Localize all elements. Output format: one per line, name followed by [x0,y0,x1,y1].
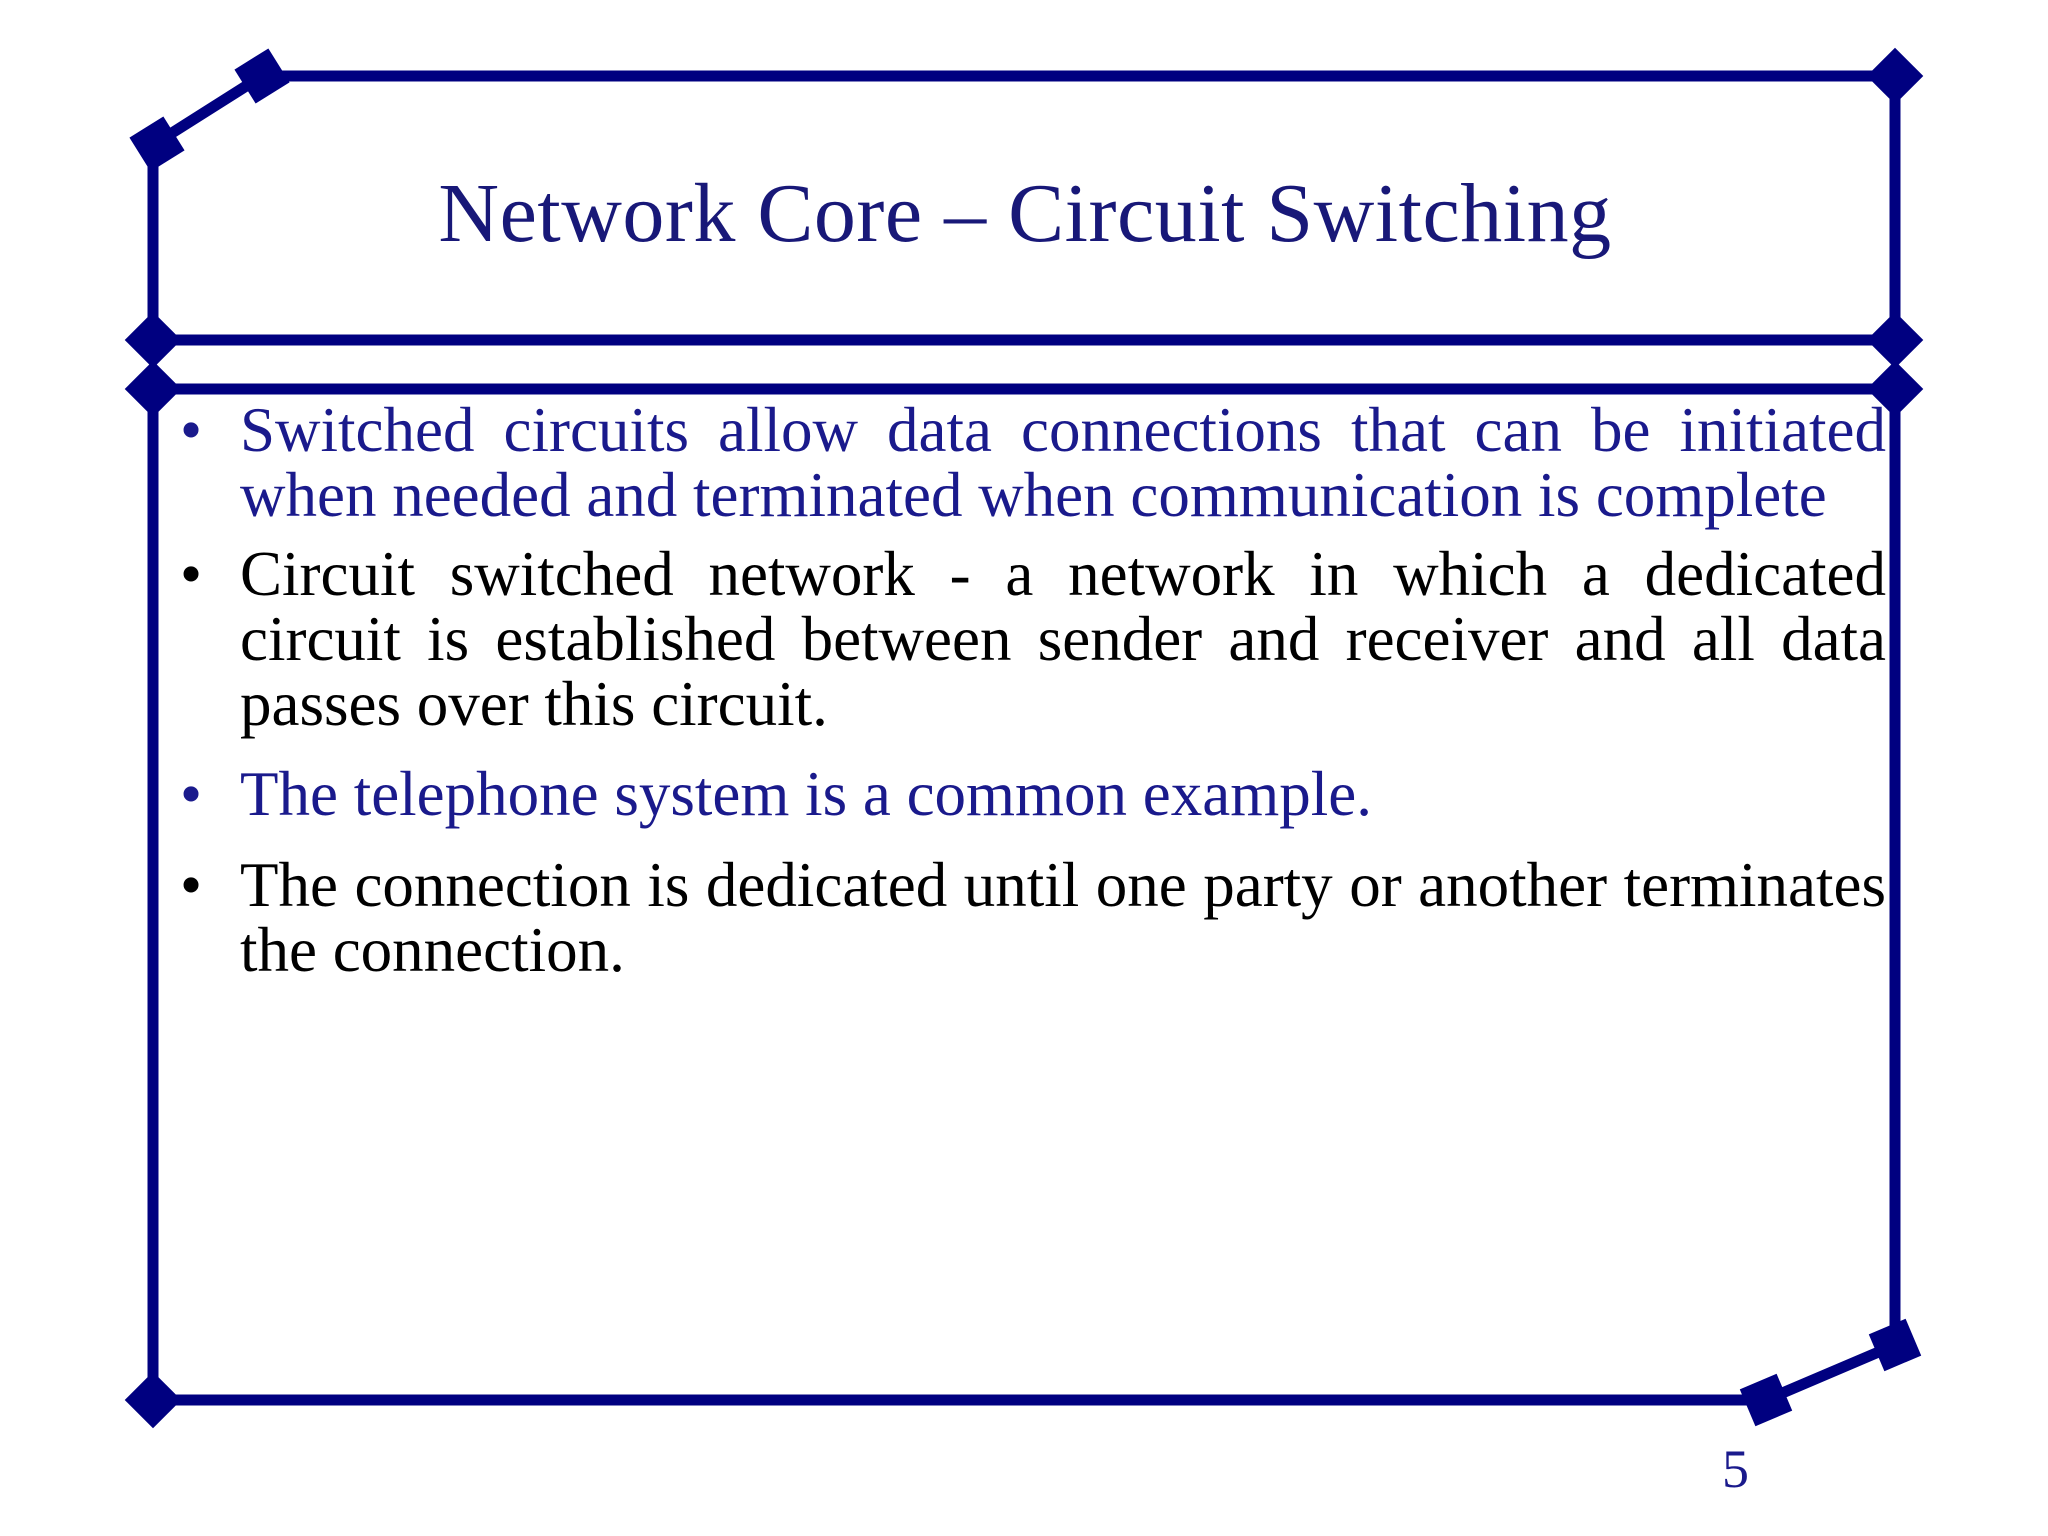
title-container: Network Core – Circuit Switching [160,90,1890,338]
bullet-text: The telephone system is a common example… [240,759,1372,830]
bullet-marker-icon: • [180,759,203,830]
list-item: • Switched circuits allow data connectio… [168,398,1886,528]
list-item: • Circuit switched network - a network i… [168,538,1886,739]
bullet-marker-icon: • [180,850,203,921]
bullet-list: • Switched circuits allow data connectio… [168,398,1886,983]
bullet-marker-icon: • [180,538,203,609]
list-item: • The telephone system is a common examp… [168,762,1886,827]
content-container: • Switched circuits allow data connectio… [168,398,1886,1398]
slide-title: Network Core – Circuit Switching [438,166,1612,260]
bullet-text: The connection is dedicated until one pa… [240,850,1886,986]
bullet-marker-icon: • [180,395,203,465]
bullet-text: Circuit switched network - a network in … [240,538,1886,739]
list-item: • The connection is dedicated until one … [168,853,1886,983]
slide-number: 5 [1722,1439,1749,1499]
bullet-text: Switched circuits allow data connections… [240,395,1886,530]
